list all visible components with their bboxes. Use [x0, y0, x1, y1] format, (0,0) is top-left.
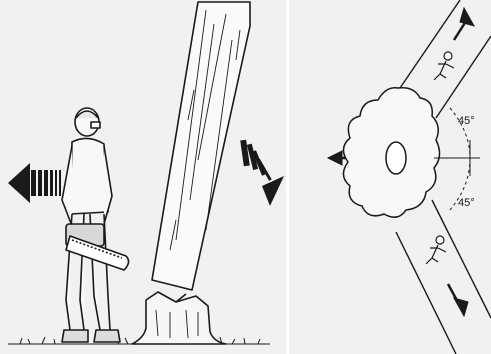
stump-top-view-icon [343, 88, 439, 217]
falling-tree-icon [152, 2, 250, 290]
angle-label-top: 45° [458, 115, 475, 127]
fall-direction-arrow-icon [240, 140, 284, 206]
running-person-icon [434, 52, 454, 80]
left-panel [8, 2, 284, 344]
retreat-arrow-icon [8, 163, 61, 203]
angle-label-bottom: 45° [458, 197, 475, 209]
right-panel: 45° 45° [328, 0, 491, 354]
escape-path-lower [396, 200, 491, 354]
panel-divider [286, 0, 289, 354]
running-person-icon [426, 236, 446, 264]
tree-stump-icon [132, 292, 226, 344]
escape-path-arrow-icon [448, 284, 468, 316]
operator-with-chainsaw-icon [62, 108, 129, 342]
escape-path-arrow-icon [454, 8, 474, 40]
